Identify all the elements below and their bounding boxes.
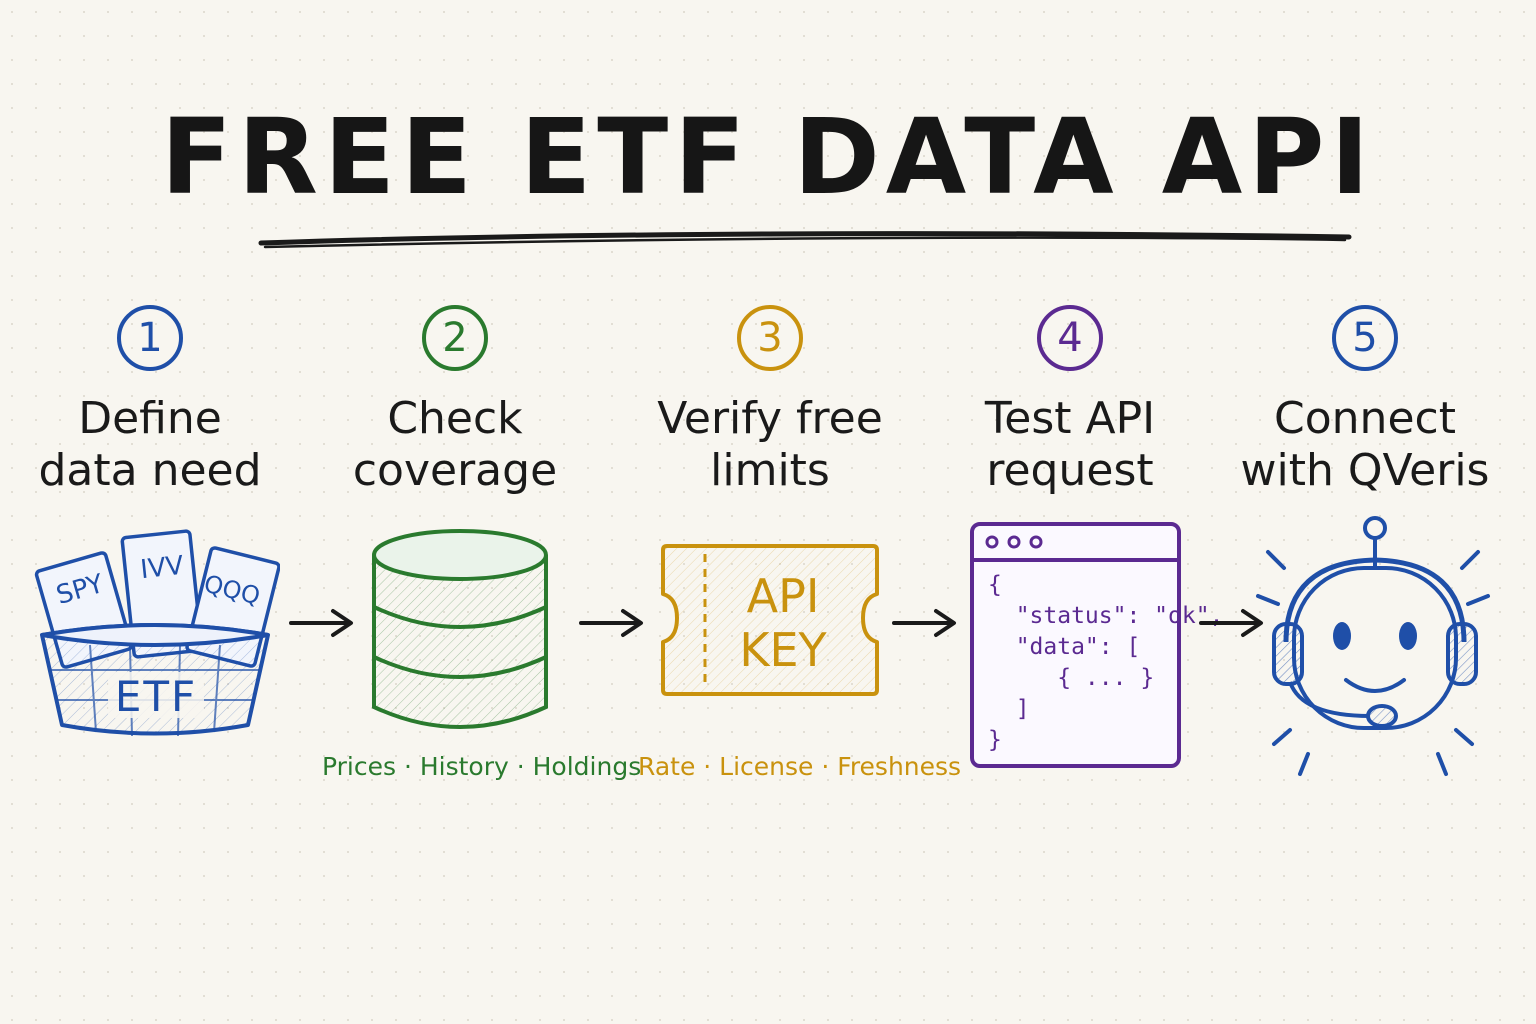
window-dot-icon xyxy=(1007,535,1021,549)
step-3-label: Verify free limits xyxy=(620,393,920,497)
robot-headset-icon xyxy=(1256,516,1490,776)
basket-label: ETF xyxy=(115,672,197,721)
json-response-code: { "status": "ok", "data": [ { ... } ] } xyxy=(988,570,1223,756)
step-5-label: Connect with QVeris xyxy=(1215,393,1515,497)
step-3-label-line1: Verify free xyxy=(657,393,883,444)
step-4-label-line2: request xyxy=(986,445,1154,496)
coverage-caption: Prices · History · Holdings xyxy=(322,752,642,781)
etf-basket-icon: SPY IVV QQQ ETF xyxy=(34,529,280,737)
arrow-right-icon xyxy=(579,609,643,637)
arrow-right-icon xyxy=(892,609,956,637)
arrow-right-icon xyxy=(1199,609,1263,637)
code-line: "status": "ok", xyxy=(988,603,1224,629)
step-1-label-line2: data need xyxy=(38,445,262,496)
step-4-number-badge: 4 xyxy=(1037,305,1103,371)
step-1: 1 Define data need xyxy=(0,305,300,497)
step-2-label: Check coverage xyxy=(305,393,605,497)
step-3: 3 Verify free limits xyxy=(620,305,920,497)
page-title: FREE ETF DATA API xyxy=(160,96,1376,218)
browser-window-icon xyxy=(970,522,1181,768)
step-5: 5 Connect with QVeris xyxy=(1215,305,1515,497)
limits-caption: Rate · License · Freshness xyxy=(638,752,962,781)
ticket-text-line1: API xyxy=(747,569,820,623)
step-5-label-line2: with QVeris xyxy=(1240,445,1490,496)
step-1-label-line1: Define xyxy=(78,393,222,444)
step-1-number-badge: 1 xyxy=(117,305,183,371)
api-key-ticket-icon: API KEY xyxy=(661,544,879,696)
window-dot-icon xyxy=(1029,535,1043,549)
ticker-ivv: IVV xyxy=(139,551,185,585)
step-3-label-line2: limits xyxy=(710,445,830,496)
step-2-label-line1: Check xyxy=(387,393,523,444)
code-line: ] xyxy=(988,696,1030,722)
step-5-number-badge: 5 xyxy=(1332,305,1398,371)
step-1-label: Define data need xyxy=(0,393,300,497)
step-2-label-line2: coverage xyxy=(352,445,558,496)
code-line: { ... } xyxy=(988,665,1155,691)
step-2-number-badge: 2 xyxy=(422,305,488,371)
title-underline xyxy=(258,231,1352,249)
arrow-right-icon xyxy=(289,609,353,637)
step-4-label-line1: Test API xyxy=(984,393,1156,444)
window-dot-icon xyxy=(985,535,999,549)
step-2: 2 Check coverage xyxy=(305,305,605,497)
database-icon xyxy=(372,529,548,729)
code-line: "data": [ xyxy=(988,634,1141,660)
step-3-number-badge: 3 xyxy=(737,305,803,371)
code-line: { xyxy=(988,572,1002,598)
ticket-text-line2: KEY xyxy=(739,623,827,677)
step-5-label-line1: Connect xyxy=(1274,393,1456,444)
code-line: } xyxy=(988,727,1002,753)
step-4-label: Test API request xyxy=(920,393,1220,497)
step-4: 4 Test API request xyxy=(920,305,1220,497)
